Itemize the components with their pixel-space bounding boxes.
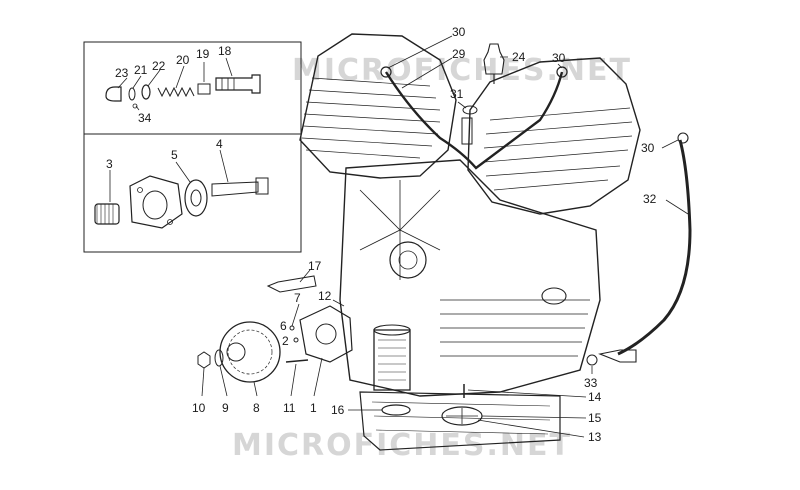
callout-23: 23 bbox=[115, 66, 129, 80]
inset-box bbox=[83, 41, 302, 253]
callout-32: 32 bbox=[643, 192, 657, 206]
callout-13: 13 bbox=[588, 430, 602, 444]
callout-4: 4 bbox=[216, 137, 223, 151]
callout-34: 34 bbox=[138, 111, 152, 125]
callout-7: 7 bbox=[294, 291, 301, 305]
callout-6: 6 bbox=[280, 319, 287, 333]
callout-30-right: 30 bbox=[552, 51, 566, 65]
callout-18: 18 bbox=[218, 44, 232, 58]
callout-22: 22 bbox=[152, 59, 166, 73]
watermark-bottom: MICROFICHES.NET bbox=[232, 428, 572, 463]
callout-5: 5 bbox=[171, 148, 178, 162]
pump-drive-parts bbox=[197, 275, 353, 383]
callout-10: 10 bbox=[192, 401, 206, 415]
callout-1: 1 bbox=[310, 401, 317, 415]
callout-30-hose: 30 bbox=[641, 141, 655, 155]
callout-3: 3 bbox=[106, 157, 113, 171]
callout-24: 24 bbox=[512, 50, 526, 64]
callout-12: 12 bbox=[318, 289, 332, 303]
oil-hose bbox=[586, 132, 692, 366]
callout-15: 15 bbox=[588, 411, 602, 425]
oil-pipe-assembly bbox=[380, 66, 568, 170]
oil-pressure-sensor bbox=[483, 43, 505, 84]
callout-labels: 23 21 22 20 19 18 34 3 5 4 30 29 24 30 3… bbox=[106, 25, 657, 444]
watermark-top: MICROFICHES.NET bbox=[292, 53, 632, 88]
leader-lines bbox=[109, 35, 689, 438]
callout-19: 19 bbox=[196, 47, 210, 61]
callout-16: 16 bbox=[331, 403, 345, 417]
callout-20: 20 bbox=[176, 53, 190, 67]
callout-31: 31 bbox=[450, 87, 464, 101]
callout-17: 17 bbox=[308, 259, 322, 273]
callout-9: 9 bbox=[222, 401, 229, 415]
oil-filter-parts bbox=[373, 324, 483, 426]
oil-pump-assembly bbox=[94, 175, 269, 229]
callout-33: 33 bbox=[584, 376, 598, 390]
callout-29: 29 bbox=[452, 47, 466, 61]
pressure-valve-assembly bbox=[105, 74, 261, 109]
callout-2: 2 bbox=[282, 334, 289, 348]
engine-block bbox=[299, 33, 641, 451]
callout-8: 8 bbox=[253, 401, 260, 415]
callout-14: 14 bbox=[588, 390, 602, 404]
callout-11: 11 bbox=[283, 401, 296, 415]
callout-30-top: 30 bbox=[452, 25, 466, 39]
callout-21: 21 bbox=[134, 63, 148, 77]
